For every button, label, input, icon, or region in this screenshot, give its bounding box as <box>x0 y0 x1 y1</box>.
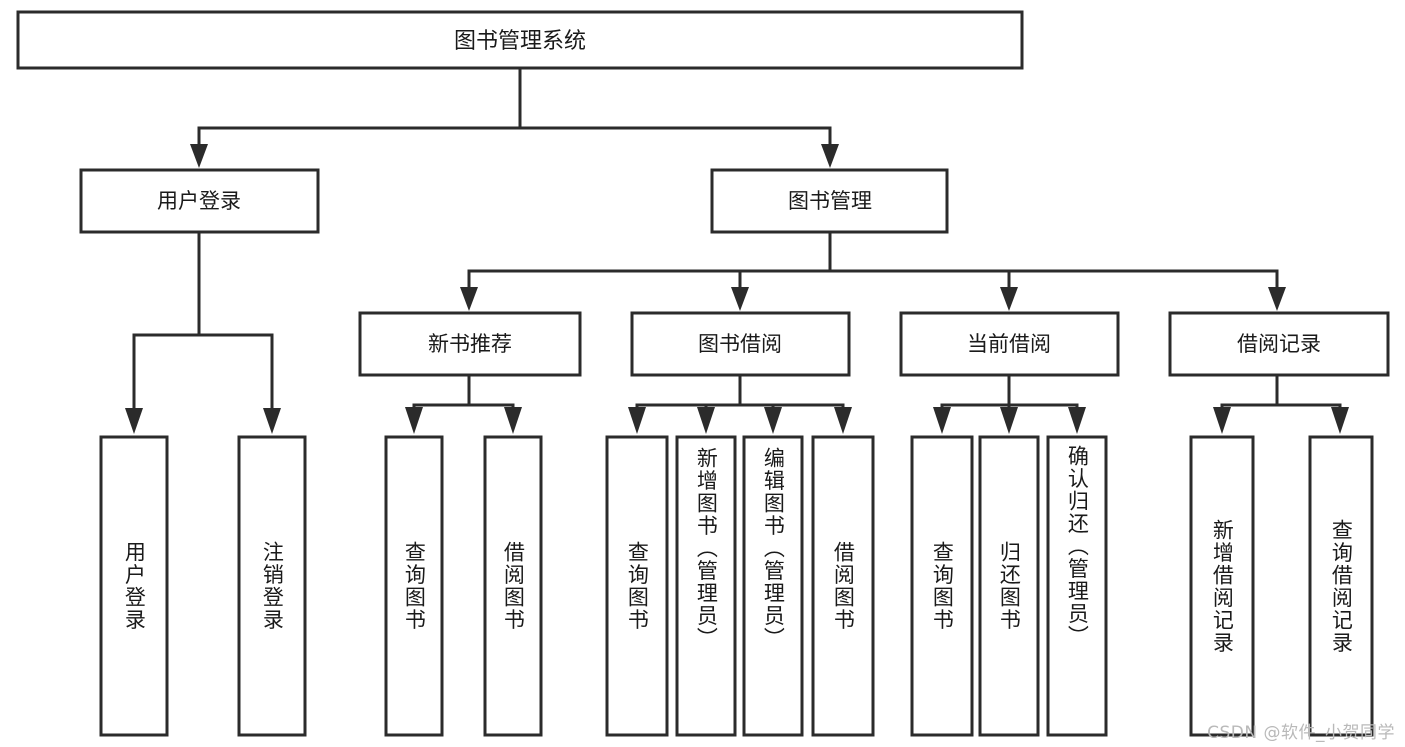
arrow-head-leaf-confirm-return <box>1068 407 1086 434</box>
leaf-box-query-record[interactable] <box>1308 435 1374 737</box>
node-book-borrow-box[interactable] <box>630 311 851 377</box>
arrow-head-leaf-user-logout <box>263 408 281 434</box>
node-book-borrow-label: 图书借阅 <box>698 332 782 356</box>
connector-group-root <box>190 66 839 168</box>
arrow-head-leaf-add-book <box>697 407 715 434</box>
arrow-head-user-login <box>190 144 208 168</box>
arrow-head-leaf-return-book <box>1000 407 1018 434</box>
arrow-head-leaf-borrow-book-2 <box>834 407 852 434</box>
leaf-box-add-record[interactable] <box>1189 435 1255 737</box>
leaf-group-user-login <box>99 435 307 737</box>
arrow-head-leaf-query-book-2 <box>628 407 646 434</box>
node-user-login[interactable]: 用户登录 <box>79 168 320 234</box>
watermark-text: CSDN @软件_小贺同学 <box>1207 723 1395 743</box>
arrow-head-leaf-edit-book <box>764 407 782 434</box>
arrow-head-current-borrow <box>1000 287 1018 311</box>
leaf-box-edit-book[interactable] <box>742 435 804 737</box>
leaf-box-add-book[interactable] <box>675 435 737 737</box>
arrow-head-book-manage <box>821 144 839 168</box>
arrow-head-leaf-query-record <box>1331 407 1349 434</box>
node-current-borrow-label: 当前借阅 <box>967 332 1051 356</box>
node-book-manage-box[interactable] <box>710 168 949 234</box>
node-user-login-label: 用户登录 <box>157 189 241 213</box>
connector-group-user-login <box>125 230 281 434</box>
node-book-manage[interactable]: 图书管理 <box>710 168 949 234</box>
leaf-box-user-login[interactable] <box>99 435 169 737</box>
node-new-book-recommend[interactable]: 新书推荐 <box>358 311 582 377</box>
node-root-label: 图书管理系统 <box>454 29 586 54</box>
leaf-box-user-logout[interactable] <box>237 435 307 737</box>
node-root[interactable]: 图书管理系统 <box>16 10 1024 70</box>
leaf-box-query-book-3[interactable] <box>910 435 974 737</box>
arrow-head-leaf-query-book-1 <box>405 407 423 434</box>
leaf-box-query-book-2[interactable] <box>605 435 669 737</box>
leaf-group-borrow-record <box>1189 435 1374 737</box>
connector-group-book-manage <box>460 230 1286 311</box>
node-user-login-box[interactable] <box>79 168 320 234</box>
arrow-head-book-borrow <box>731 287 749 311</box>
node-root-box[interactable] <box>16 10 1024 70</box>
arrow-head-leaf-borrow-book-1 <box>504 407 522 434</box>
node-current-borrow-box[interactable] <box>899 311 1120 377</box>
node-book-manage-label: 图书管理 <box>788 189 872 213</box>
connector-group-borrow-record <box>1213 373 1349 434</box>
node-current-borrow[interactable]: 当前借阅 <box>899 311 1120 377</box>
arrow-head-leaf-add-record <box>1213 407 1231 434</box>
node-new-book-recommend-box[interactable] <box>358 311 582 377</box>
leaf-box-borrow-book-2[interactable] <box>811 435 875 737</box>
arrow-head-borrow-record <box>1268 287 1286 311</box>
leaf-box-query-book-1[interactable] <box>384 435 444 737</box>
leaf-group-book-borrow <box>605 435 875 737</box>
leaf-group-new-book-recommend <box>384 435 543 737</box>
node-borrow-record-box[interactable] <box>1168 311 1390 377</box>
node-new-book-recommend-label: 新书推荐 <box>428 332 512 356</box>
arrow-head-new-book-recommend <box>460 287 478 311</box>
leaf-group-current-borrow <box>910 435 1108 737</box>
arrow-head-leaf-user-login <box>125 408 143 434</box>
connector-group-new-book-recommend <box>405 373 522 434</box>
leaf-box-borrow-book-1[interactable] <box>483 435 543 737</box>
node-book-borrow[interactable]: 图书借阅 <box>630 311 851 377</box>
node-borrow-record-label: 借阅记录 <box>1237 332 1321 356</box>
leaf-box-confirm-return[interactable] <box>1046 435 1108 737</box>
connector-group-current-borrow <box>933 373 1086 434</box>
node-borrow-record[interactable]: 借阅记录 <box>1168 311 1390 377</box>
connector-group-book-borrow <box>628 373 852 434</box>
arrow-head-leaf-query-book-3 <box>933 407 951 434</box>
leaf-box-return-book[interactable] <box>978 435 1040 737</box>
